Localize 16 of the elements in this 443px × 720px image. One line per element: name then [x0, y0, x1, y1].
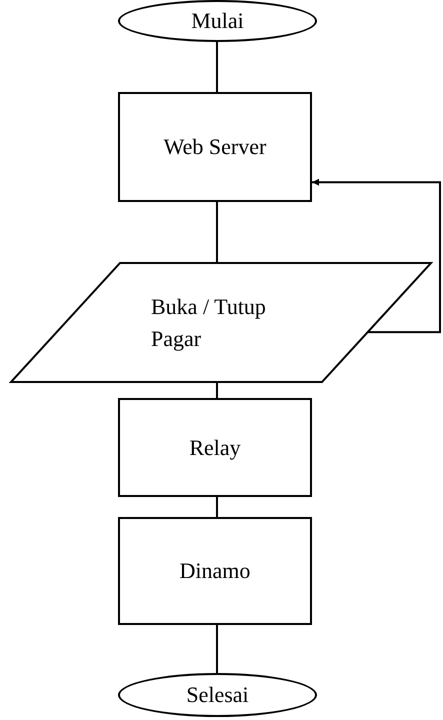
- process-box: [118, 92, 312, 202]
- process-box: [118, 517, 312, 625]
- arrow: [312, 178, 441, 334]
- node-label: Dinamo: [180, 557, 250, 586]
- connector-line: [216, 497, 218, 517]
- node-label: Mulai: [191, 7, 244, 36]
- node-label: Relay: [189, 434, 241, 462]
- process-box: [118, 398, 312, 497]
- node-label: Web Server: [164, 133, 266, 162]
- connector-line: [216, 383, 218, 398]
- input-output-parallelogram: [10, 262, 432, 383]
- connector-line: [216, 625, 218, 673]
- connector-line: [216, 202, 218, 262]
- node-label: Buka / Tutup Pagar: [151, 292, 267, 353]
- connector-line: [216, 42, 218, 92]
- node-label: Selesai: [186, 681, 249, 710]
